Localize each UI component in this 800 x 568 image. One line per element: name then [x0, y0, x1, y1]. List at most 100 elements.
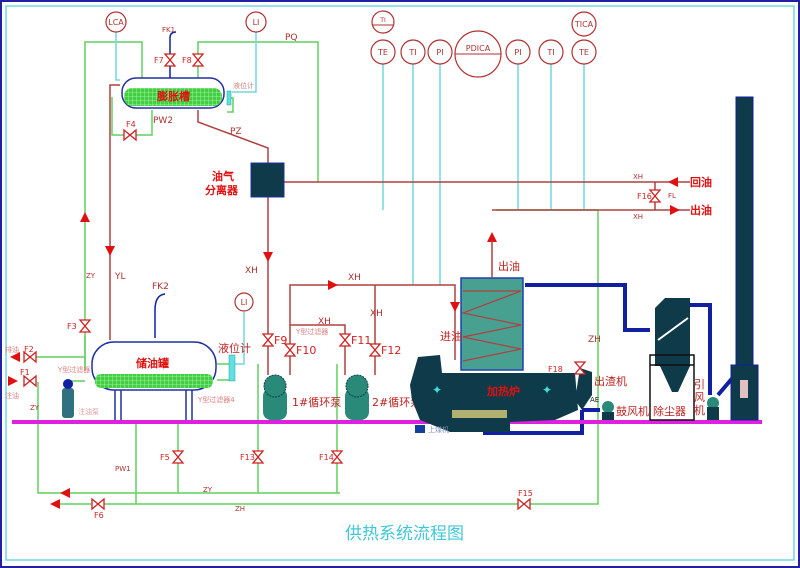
supply-oil-label: 出油	[690, 203, 712, 217]
valve-f1[interactable]: F1	[20, 368, 37, 388]
blower[interactable]	[602, 401, 614, 420]
induced-fan[interactable]	[707, 397, 719, 420]
line-code-xh: XH	[318, 317, 331, 327]
valve-icon	[261, 333, 275, 347]
valve-f2[interactable]: F2	[23, 345, 37, 364]
valve-icon	[573, 361, 587, 375]
instrument-tag: TI	[546, 48, 554, 57]
valve-f18[interactable]: F18	[548, 361, 587, 375]
instrument-pi-2[interactable]: PI	[505, 39, 531, 65]
return-oil-label: 回油	[690, 175, 712, 189]
line-code-zy-bottom: ZY	[203, 486, 213, 494]
dust-collector[interactable]	[649, 298, 695, 421]
valve-icon	[648, 189, 662, 203]
valve-f5[interactable]: F5	[160, 450, 185, 464]
instrument-te-1[interactable]: TE	[370, 39, 396, 65]
green-pipes	[30, 41, 599, 505]
circulation-pump-1[interactable]	[263, 374, 287, 420]
line-code-pq: PQ	[285, 33, 298, 43]
instrument-li-storage[interactable]: LI	[234, 292, 254, 312]
valve-tag: F15	[518, 489, 533, 498]
heater-label: 加热炉	[486, 384, 520, 398]
gas-separator[interactable]	[250, 162, 285, 198]
instrument-tica[interactable]: TICA	[571, 11, 597, 37]
oil-fill-pump[interactable]	[62, 379, 74, 418]
induced-fan-label: 机	[694, 403, 705, 417]
valve-tag: F6	[94, 511, 104, 520]
instrument-li-top[interactable]: LI	[245, 11, 267, 33]
valve-icon	[283, 343, 297, 357]
valve-icon	[123, 128, 137, 142]
fan-blade-icon: ✦	[432, 383, 442, 397]
valve-f9[interactable]: F9	[261, 333, 287, 347]
gas-separator-label-1: 油气	[212, 169, 234, 183]
instrument-pdica[interactable]: PDICA	[454, 30, 502, 78]
induced-fan-label: 风	[694, 391, 705, 404]
gas-separator-label-2: 分离器	[205, 183, 239, 197]
valve-f3[interactable]: F3	[67, 319, 92, 333]
valve-f11[interactable]: F11	[338, 333, 371, 347]
red-pipes	[109, 84, 690, 375]
line-code-xh: XH	[633, 213, 643, 221]
diagram-title: 供热系统流程图	[345, 524, 464, 544]
valve-f8[interactable]: F8	[182, 53, 205, 67]
line-code-yl: YL	[114, 272, 126, 282]
slag-remover[interactable]	[575, 368, 592, 410]
expansion-tank[interactable]: 膨胀槽	[121, 77, 225, 109]
valve-f15[interactable]: F15	[517, 489, 533, 511]
instrument-tag: TICA	[574, 20, 594, 29]
valve-icon	[251, 450, 265, 464]
arrow-up-icon	[487, 232, 497, 242]
instrument-ti-1[interactable]: TI	[400, 39, 426, 65]
valve-tag: F13	[240, 453, 255, 462]
instrument-lca[interactable]: LCA	[105, 11, 127, 33]
valve-f12[interactable]: F12	[368, 343, 401, 357]
valve-f13[interactable]: F13	[240, 450, 265, 464]
instrument-tag: PI	[436, 48, 443, 57]
drain-label: 排油	[5, 345, 19, 354]
chimney[interactable]	[730, 96, 759, 421]
fk2-hook	[154, 293, 166, 311]
storage-tank-label: 储油罐	[136, 356, 169, 370]
instrument-tag: TE	[578, 48, 589, 57]
heater-coil-tower[interactable]	[460, 277, 524, 371]
line-code-xh: XH	[245, 266, 258, 276]
pump2-label: 2#循环泵	[372, 396, 421, 409]
valve-f16[interactable]: F16	[637, 189, 662, 203]
valve-icon	[330, 450, 344, 464]
valve-tag: F14	[319, 453, 334, 462]
storage-tank[interactable]: 储油罐	[91, 341, 217, 391]
heater-furnace[interactable]: 加热炉 ✦ ✦	[410, 355, 578, 432]
induced-fan-label: 引	[694, 377, 705, 391]
instrument-pi-1[interactable]: PI	[427, 39, 453, 65]
valve-f6[interactable]: F6	[91, 497, 105, 520]
oil-in-label: 进油	[440, 329, 462, 343]
circulation-pump-2[interactable]	[345, 374, 369, 420]
y-filter-label: Y型过滤器	[57, 365, 90, 374]
valve-f7[interactable]: F7	[154, 53, 177, 67]
valve-tag: F1	[20, 368, 30, 377]
dust-collector-label: 除尘器	[653, 404, 686, 418]
storage-tank-legs	[114, 390, 193, 420]
valve-f14[interactable]: F14	[319, 450, 344, 464]
storage-level-gauge	[228, 354, 236, 382]
instrument-te-2[interactable]: TE	[571, 39, 597, 65]
arrow-down-icon	[263, 252, 273, 262]
line-code-pz: PZ	[230, 127, 242, 137]
instrument-ti-2[interactable]: TI	[538, 39, 564, 65]
instrument-ti-top[interactable]: TI	[371, 10, 395, 34]
line-code-xh: XH	[348, 273, 361, 283]
auto-feed-label: AE	[590, 396, 599, 404]
valve-icon	[91, 497, 105, 511]
valve-f4[interactable]: F4	[123, 120, 137, 142]
arrow-right-icon	[8, 376, 18, 386]
y-filter-label: Y型过滤器	[295, 327, 328, 336]
valve-icon	[171, 450, 185, 464]
valve-icon	[368, 343, 382, 357]
feeder-label: 上煤机	[428, 425, 449, 434]
arrow-left-icon	[10, 352, 20, 362]
valve-f10[interactable]: F10	[283, 343, 316, 357]
valve-tag: F18	[548, 365, 563, 374]
floor-line	[12, 420, 762, 424]
line-code-zy-2: ZY	[30, 404, 40, 412]
